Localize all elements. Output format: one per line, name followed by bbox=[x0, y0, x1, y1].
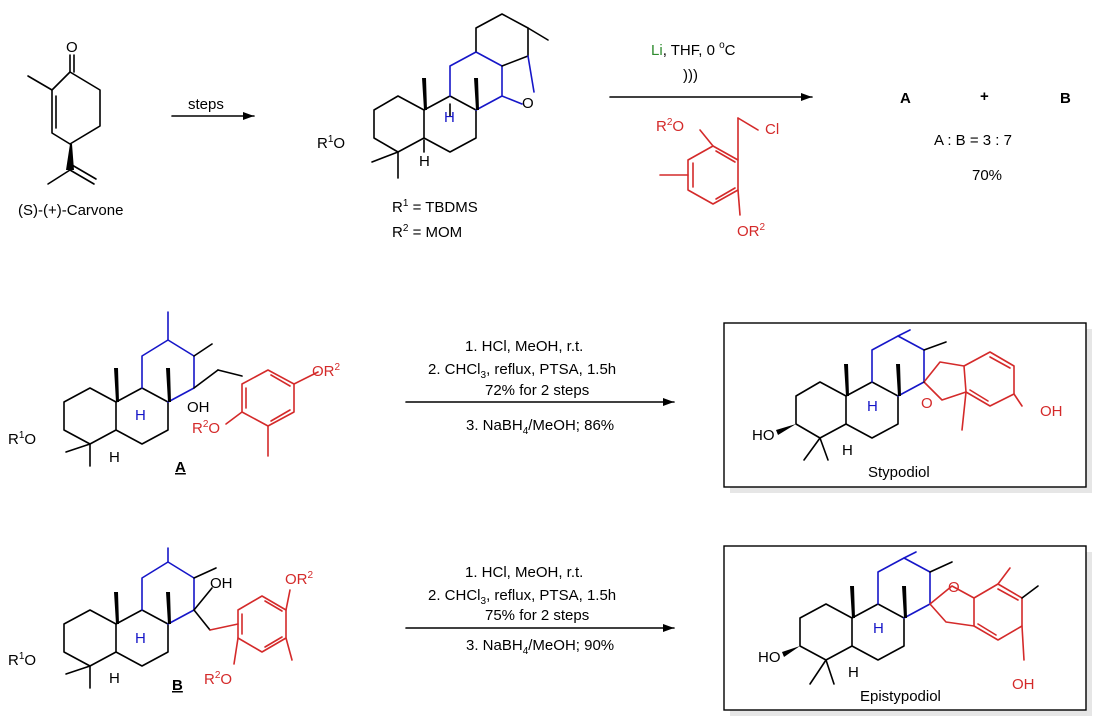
benzyl-chloride-structure bbox=[659, 117, 759, 216]
compound-a-h-lower: H bbox=[109, 449, 120, 466]
compound-b-structure bbox=[63, 547, 293, 689]
benzyl-chlorine: Cl bbox=[765, 121, 779, 138]
stypodiol-h-upper: H bbox=[867, 398, 878, 415]
stypodiol-h-lower: H bbox=[842, 442, 853, 459]
compound-a-structure bbox=[63, 311, 319, 467]
epistypodiol-ho: HO bbox=[758, 649, 781, 666]
ketone-h-lower: H bbox=[419, 153, 430, 170]
ab-ratio: A : B = 3 : 7 bbox=[934, 132, 1012, 149]
compound-a-h-upper: H bbox=[135, 407, 146, 424]
coupling-conditions: Li, THF, 0 oC bbox=[651, 40, 736, 59]
sonication-symbol: ))) bbox=[683, 67, 698, 84]
r1-definition: R1 = TBDMS bbox=[392, 198, 478, 216]
ketone-h-upper: H bbox=[444, 109, 455, 126]
a-cond-2: 2. CHCl3, reflux, PTSA, 1.5h bbox=[428, 361, 616, 381]
epistypodiol-name: Epistypodiol bbox=[860, 688, 941, 705]
compound-a-r2o: R2O bbox=[192, 419, 220, 437]
product-b-label: B bbox=[1060, 90, 1071, 107]
epistypodiol-structure bbox=[782, 551, 1039, 685]
carvone-name: (S)-(+)-Carvone bbox=[18, 202, 123, 219]
epistypodiol-oh: OH bbox=[1012, 676, 1035, 693]
carvone-structure bbox=[27, 54, 101, 185]
compound-b-or2: OR2 bbox=[285, 570, 314, 588]
compound-b-label: B bbox=[172, 677, 183, 694]
compound-b-r1o: R1O bbox=[8, 651, 36, 669]
epistypodiol-h-upper: H bbox=[873, 620, 884, 637]
epistypodiol-o: O bbox=[948, 579, 960, 596]
ketone-structure bbox=[371, 13, 549, 179]
steps-label: steps bbox=[188, 96, 224, 113]
a-cond-3: 72% for 2 steps bbox=[485, 382, 589, 399]
a-cond-1: 1. HCl, MeOH, r.t. bbox=[465, 338, 583, 355]
benzyl-or2: OR2 bbox=[737, 222, 766, 240]
stypodiol-box bbox=[723, 322, 1087, 488]
compound-a-or2: OR2 bbox=[312, 362, 341, 380]
coupling-yield: 70% bbox=[972, 167, 1002, 184]
compound-b-h-lower: H bbox=[109, 670, 120, 687]
stypodiol-ho: HO bbox=[752, 427, 775, 444]
ketone-oxygen: O bbox=[522, 95, 534, 112]
stypodiol-structure bbox=[776, 329, 1023, 461]
stypodiol-name: Stypodiol bbox=[868, 464, 930, 481]
compound-b-oh: OH bbox=[210, 575, 233, 592]
plus-sign: + bbox=[980, 88, 989, 105]
ketone-r1o: R1O bbox=[317, 134, 345, 152]
product-a-label: A bbox=[900, 90, 911, 107]
r2-definition: R2 = MOM bbox=[392, 223, 462, 241]
b-cond-4: 3. NaBH4/MeOH; 90% bbox=[466, 637, 614, 657]
b-cond-1: 1. HCl, MeOH, r.t. bbox=[465, 564, 583, 581]
b-cond-3: 75% for 2 steps bbox=[485, 607, 589, 624]
epistypodiol-box bbox=[723, 545, 1087, 711]
stypodiol-oh: OH bbox=[1040, 403, 1063, 420]
epistypodiol-h-lower: H bbox=[848, 664, 859, 681]
carvone-oxygen: O bbox=[66, 39, 78, 56]
compound-a-oh: OH bbox=[187, 399, 210, 416]
b-cond-2: 2. CHCl3, reflux, PTSA, 1.5h bbox=[428, 587, 616, 607]
stypodiol-o: O bbox=[921, 395, 933, 412]
benzyl-r2o: R2O bbox=[656, 117, 684, 135]
compound-a-label: A bbox=[175, 459, 186, 476]
a-cond-4: 3. NaBH4/MeOH; 86% bbox=[466, 417, 614, 437]
compound-a-r1o: R1O bbox=[8, 430, 36, 448]
compound-b-h-upper: H bbox=[135, 630, 146, 647]
compound-b-r2o: R2O bbox=[204, 670, 232, 688]
